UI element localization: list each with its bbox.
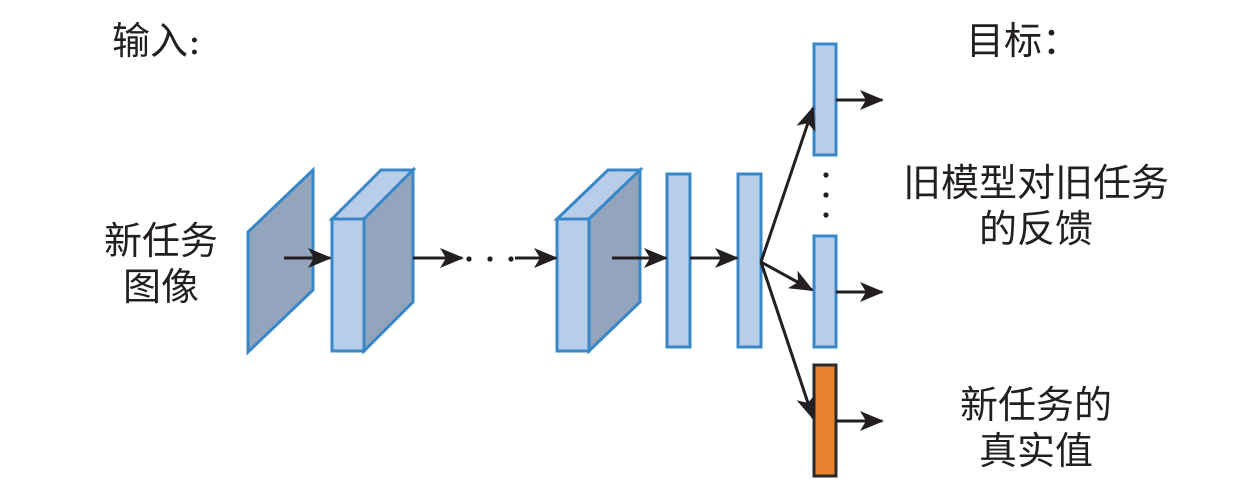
- input-heading: 输入:: [112, 19, 201, 63]
- ellipsis-dot: [487, 256, 493, 262]
- fc-layer-1: [665, 172, 692, 349]
- input-label-line-2: 图像: [122, 265, 199, 309]
- old-task-feedback-line-1: 旧模型对旧任务: [902, 161, 1169, 205]
- input-label-line-1: 新任务: [103, 219, 218, 263]
- ellipsis-dot: [823, 172, 829, 178]
- fc-layer-2: [736, 172, 763, 349]
- ellipsis-dot: [823, 192, 829, 198]
- new-task-head: [812, 363, 838, 478]
- ellipsis-dot: [466, 256, 472, 262]
- arrow-fc2-to-old-head-n: [760, 260, 814, 292]
- arrow-fc2-to-new-head: [759, 261, 816, 420]
- old-task-head-1: [812, 42, 838, 157]
- old-task-feedback-label: 旧模型对旧任务 的反馈: [886, 160, 1186, 252]
- ellipsis-dot: [508, 256, 514, 262]
- old-task-feedback-line-2: 的反馈: [978, 207, 1093, 251]
- target-heading: 目标：: [966, 19, 1081, 63]
- conv-block-n-front: [555, 217, 591, 353]
- new-task-truth-label: 新任务的 真实值: [946, 382, 1126, 474]
- conv-block-1: [328, 166, 417, 355]
- ellipsis-dot: [823, 212, 829, 218]
- new-task-truth-line-1: 新任务的: [959, 383, 1112, 427]
- arrow-fc2-to-old-head-1: [759, 106, 816, 263]
- conv-block-n: [553, 166, 644, 355]
- old-task-head-n: [812, 234, 838, 349]
- new-task-truth-line-2: 真实值: [978, 429, 1093, 473]
- conv-block-1-front: [330, 217, 366, 353]
- input-label: 新任务 图像: [96, 218, 226, 310]
- input-image-plane: [246, 166, 315, 356]
